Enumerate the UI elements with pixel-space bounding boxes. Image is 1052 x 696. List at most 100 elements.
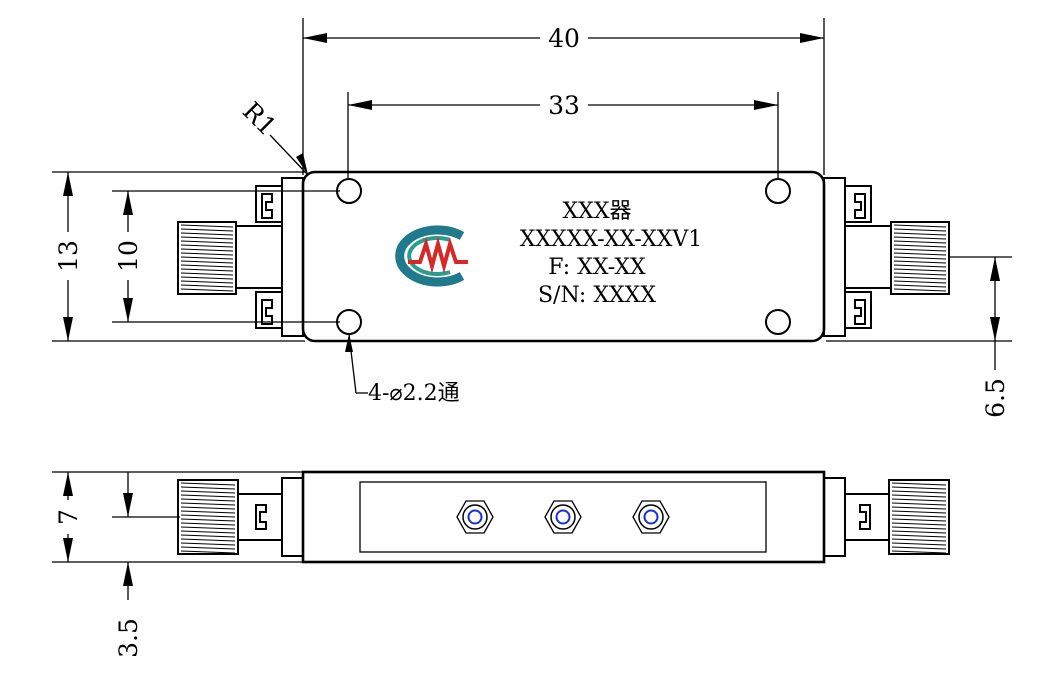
thread-line — [180, 224, 234, 228]
hole-callout-label: 4-⌀2.2通 — [368, 381, 460, 406]
thread-line — [180, 244, 234, 248]
thread-line — [180, 284, 234, 288]
dim-13-label: 13 — [54, 240, 83, 272]
thread-line — [180, 228, 234, 232]
dimension-7: 7 — [54, 472, 83, 562]
dim-33-label: 33 — [548, 91, 580, 120]
thread-line — [180, 232, 234, 236]
dimension-33: 33 — [348, 91, 778, 120]
thread-line — [891, 526, 947, 530]
right-connector-top — [823, 177, 950, 337]
thread-line — [893, 248, 947, 252]
nameplate-line1: XXX器 — [563, 199, 632, 224]
thread-line — [891, 506, 947, 510]
thread-line — [180, 542, 236, 546]
mounting-hole-bl — [336, 309, 362, 335]
thread-line — [180, 546, 236, 550]
thread-line — [180, 526, 236, 530]
thread-line — [180, 530, 236, 534]
thread-line — [893, 280, 947, 284]
thread-line — [893, 244, 947, 248]
thread-line — [893, 228, 947, 232]
dimension-40: 40 — [303, 24, 824, 53]
thread-line — [893, 252, 947, 256]
nameplate-line2: XXXXX-XX-XXV1 — [520, 227, 703, 252]
thread-line — [891, 542, 947, 546]
thread-line — [180, 248, 234, 252]
thread-line — [893, 276, 947, 280]
thread-line — [891, 494, 947, 498]
thread-line — [180, 486, 236, 490]
dim-6-5-label: 6.5 — [981, 378, 1010, 418]
nameplate-line3: F: XX-XX — [548, 255, 646, 280]
thread-line — [180, 502, 236, 506]
side-recess — [359, 481, 767, 553]
thread-line — [891, 514, 947, 518]
thread-line — [893, 232, 947, 236]
logo-c-ring — [395, 225, 465, 287]
tuning-screw-3 — [632, 500, 670, 534]
radius-label: R1 — [237, 96, 282, 141]
thread-line — [180, 280, 234, 284]
dim-40-label: 40 — [548, 24, 580, 53]
thread-line — [180, 276, 234, 280]
thread-line — [180, 264, 234, 268]
mounting-hole-tr — [765, 178, 791, 204]
thread-line — [891, 518, 947, 522]
dim-7-label: 7 — [54, 509, 83, 525]
tuning-screw-1 — [456, 500, 494, 534]
thread-line — [893, 268, 947, 272]
thread-line — [180, 268, 234, 272]
logo-wave — [408, 236, 468, 274]
company-logo — [395, 225, 468, 287]
thread-line — [180, 534, 236, 538]
thread-line — [891, 546, 947, 550]
nameplate-line4: S/N: XXXX — [538, 283, 656, 308]
radius-callout: R1 — [237, 96, 309, 176]
dim-3-5-label: 3.5 — [114, 618, 143, 658]
thread-line — [891, 538, 947, 542]
thread-line — [180, 252, 234, 256]
thread-line — [180, 518, 236, 522]
dimension-13: 13 — [54, 172, 83, 341]
thread-line — [893, 284, 947, 288]
left-connector-top — [177, 177, 304, 337]
thread-line — [180, 514, 236, 518]
thread-line — [180, 550, 236, 554]
thread-line — [180, 256, 234, 260]
thread-line — [180, 272, 234, 276]
thread-line — [891, 510, 947, 514]
mounting-hole-br — [765, 309, 791, 335]
thread-line — [180, 260, 234, 264]
thread-line — [891, 530, 947, 534]
dimension-10: 10 — [114, 191, 143, 322]
thread-line — [891, 482, 947, 486]
dimension-3-5: 3.5 — [114, 472, 143, 658]
mounting-hole-tl — [336, 178, 362, 204]
thread-line — [180, 494, 236, 498]
thread-line — [891, 502, 947, 506]
housing-side-view — [301, 470, 826, 564]
thread-line — [180, 288, 234, 292]
thread-line — [180, 522, 236, 526]
thread-line — [180, 490, 236, 494]
nameplate: XXX器 XXXXX-XX-XXV1 F: XX-XX S/N: XXXX — [520, 199, 703, 308]
thread-line — [893, 236, 947, 240]
thread-line — [891, 486, 947, 490]
thread-line — [891, 490, 947, 494]
thread-line — [891, 534, 947, 538]
thread-line — [180, 236, 234, 240]
thread-line — [893, 260, 947, 264]
dim-10-label: 10 — [114, 240, 143, 272]
thread-line — [893, 272, 947, 276]
thread-line — [893, 240, 947, 244]
logo-inner-ring — [407, 236, 451, 276]
thread-line — [180, 240, 234, 244]
thread-line — [893, 256, 947, 260]
thread-line — [180, 498, 236, 502]
thread-line — [180, 538, 236, 542]
thread-line — [891, 498, 947, 502]
thread-line — [893, 224, 947, 228]
dimension-6-5: 6.5 — [981, 257, 1010, 418]
